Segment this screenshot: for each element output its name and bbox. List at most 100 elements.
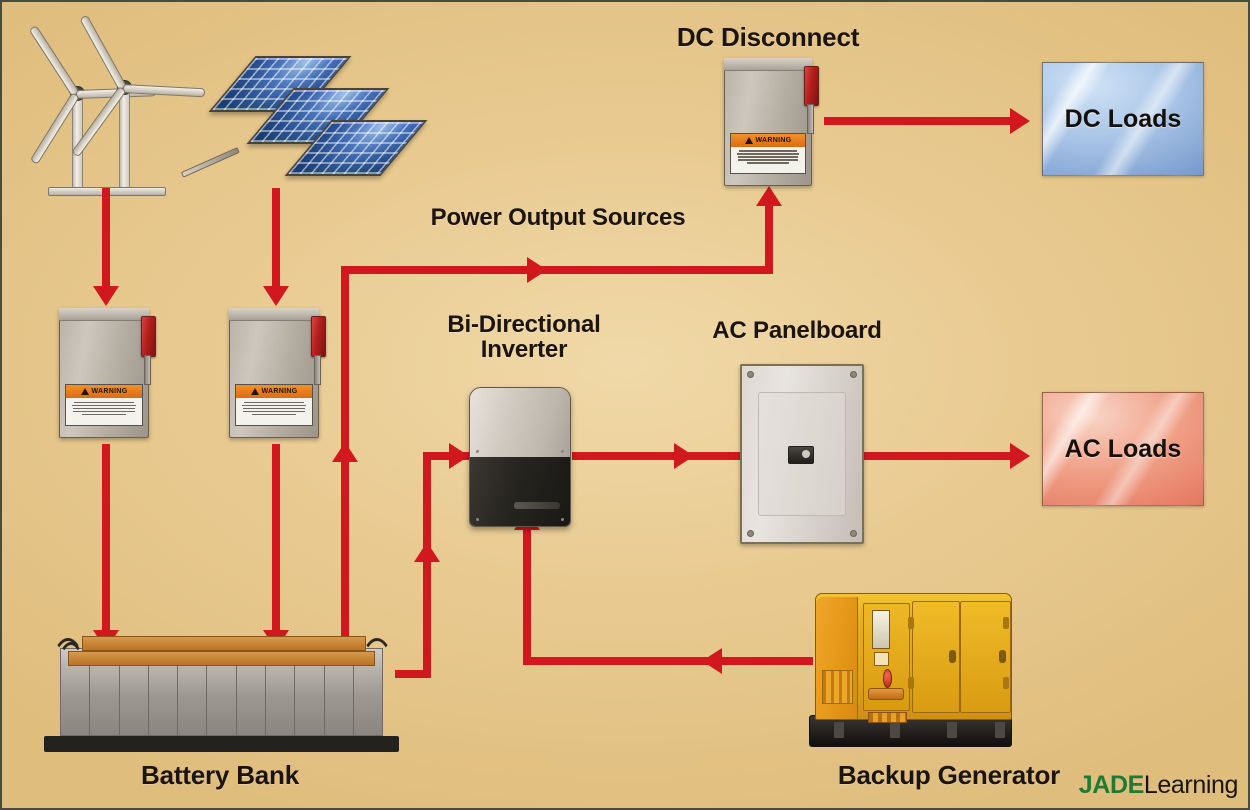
disconnect-stem [144, 354, 151, 386]
wire-dc-disconnect-to-dc-loads [824, 117, 1016, 125]
inverter-upper-housing [470, 388, 570, 457]
jade-learning-logo: JADELearning [1078, 771, 1239, 800]
dc-loads-box: DC Loads [1042, 62, 1204, 176]
control-display [872, 610, 891, 649]
logo-brand: JADE [1078, 771, 1144, 799]
door-handle-icon[interactable] [999, 650, 1007, 664]
generator-door[interactable] [911, 600, 961, 713]
solar-array [180, 54, 428, 189]
wire-bus-horizontal [341, 266, 773, 274]
label-power-output-sources: Power Output Sources [430, 204, 686, 231]
disconnect-switch-left[interactable]: WARNING [59, 308, 156, 438]
ac-loads-label: AC Loads [1064, 434, 1182, 463]
inverter-screw [561, 518, 564, 521]
generator-grille [867, 711, 908, 724]
arrow-right [527, 257, 547, 283]
disconnect-handle[interactable] [141, 315, 156, 357]
arrow-up [756, 186, 782, 206]
generator-control-panel[interactable] [862, 603, 910, 724]
backup-generator[interactable] [807, 587, 1012, 747]
ac-loads-box: AC Loads [1042, 392, 1204, 506]
turbine-blade [28, 24, 80, 97]
battery-cable [359, 638, 395, 714]
warning-label: WARNING [235, 384, 313, 427]
disconnect-switch-middle[interactable]: WARNING [229, 308, 326, 438]
door-handle-icon[interactable] [948, 650, 956, 664]
battery-cable [56, 642, 86, 710]
generator-vent [821, 670, 854, 705]
battery-connector-row [82, 636, 366, 651]
panelboard-latch[interactable] [788, 446, 814, 464]
wire-panelboard-to-ac-loads [860, 452, 1016, 460]
panelboard-screw [850, 371, 857, 378]
inverter-nameplate [514, 501, 560, 510]
disconnect-switch-dc[interactable]: WARNING [724, 58, 819, 186]
inverter-lower-housing [470, 457, 570, 526]
disconnect-stem [807, 104, 814, 135]
wire-battery-to-inverter [423, 452, 431, 674]
ac-panelboard[interactable] [740, 364, 864, 544]
arrow-left [702, 648, 722, 674]
wire-disconnect-to-battery [272, 444, 280, 634]
warning-triangle-icon [744, 136, 753, 144]
arrow-right [1010, 108, 1030, 134]
warning-triangle-icon [80, 387, 89, 395]
inverter-screw [476, 518, 479, 521]
wire-generator-to-inverter [523, 522, 531, 661]
bi-directional-inverter[interactable] [469, 387, 571, 527]
arrow-right [674, 443, 694, 469]
disconnect-stem [314, 354, 321, 386]
panelboard-screw [747, 371, 754, 378]
warning-label: WARNING [65, 384, 143, 427]
label-backup-generator: Backup Generator [837, 760, 1061, 790]
control-bar [868, 688, 905, 700]
generator-door[interactable] [960, 600, 1012, 713]
generator-enclosure [815, 593, 1012, 724]
disconnect-handle[interactable] [311, 315, 326, 357]
disconnect-handle[interactable] [804, 65, 819, 107]
wire-battery-to-inverter [395, 670, 431, 678]
arrow-down [93, 286, 119, 306]
dc-loads-label: DC Loads [1064, 104, 1182, 133]
wire-turbine-to-disconnect [102, 188, 110, 288]
warning-label: WARNING [730, 132, 806, 175]
arrow-right [449, 443, 469, 469]
battery-bank [44, 632, 399, 752]
turbine-blade [79, 14, 127, 91]
panelboard-screw [850, 530, 857, 537]
solar-mast [180, 147, 240, 178]
door-hinge [1003, 676, 1010, 689]
wind-turbines [24, 14, 206, 196]
door-hinge [907, 616, 914, 629]
arrow-down [263, 286, 289, 306]
warning-triangle-icon [250, 387, 259, 395]
emergency-stop-button[interactable] [882, 668, 893, 688]
label-ac-panelboard: AC Panelboard [712, 317, 882, 344]
wire-inverter-to-panelboard [572, 452, 742, 460]
disconnect-top-cap [724, 58, 812, 71]
wire-solar-to-disconnect [272, 188, 280, 288]
door-hinge [1003, 616, 1010, 629]
panelboard-screw [747, 530, 754, 537]
arrow-right [1010, 443, 1030, 469]
generator-nose [816, 596, 859, 719]
battery-cable [50, 638, 86, 714]
arrow-up [414, 542, 440, 562]
logo-suffix: Learning [1143, 771, 1239, 799]
wire-disconnect-to-battery [102, 444, 110, 634]
disconnect-top-cap [59, 308, 149, 321]
page-title-dc-disconnect: DC Disconnect [676, 22, 860, 52]
turbine-tower [119, 84, 130, 194]
control-keypad[interactable] [873, 651, 890, 666]
generator-skid [809, 714, 1012, 747]
wire-bus-to-dc-disconnect [765, 198, 773, 270]
arrow-up [332, 442, 358, 462]
label-battery-bank: Battery Bank [141, 760, 299, 790]
disconnect-top-cap [229, 308, 319, 321]
battery-connector-row [68, 651, 375, 666]
label-bi-directional-inverter: Bi-Directional Inverter [447, 311, 601, 364]
wire-generator-to-inverter [523, 657, 813, 665]
inverter-screw [476, 450, 479, 453]
battery-base-rail [44, 736, 399, 752]
